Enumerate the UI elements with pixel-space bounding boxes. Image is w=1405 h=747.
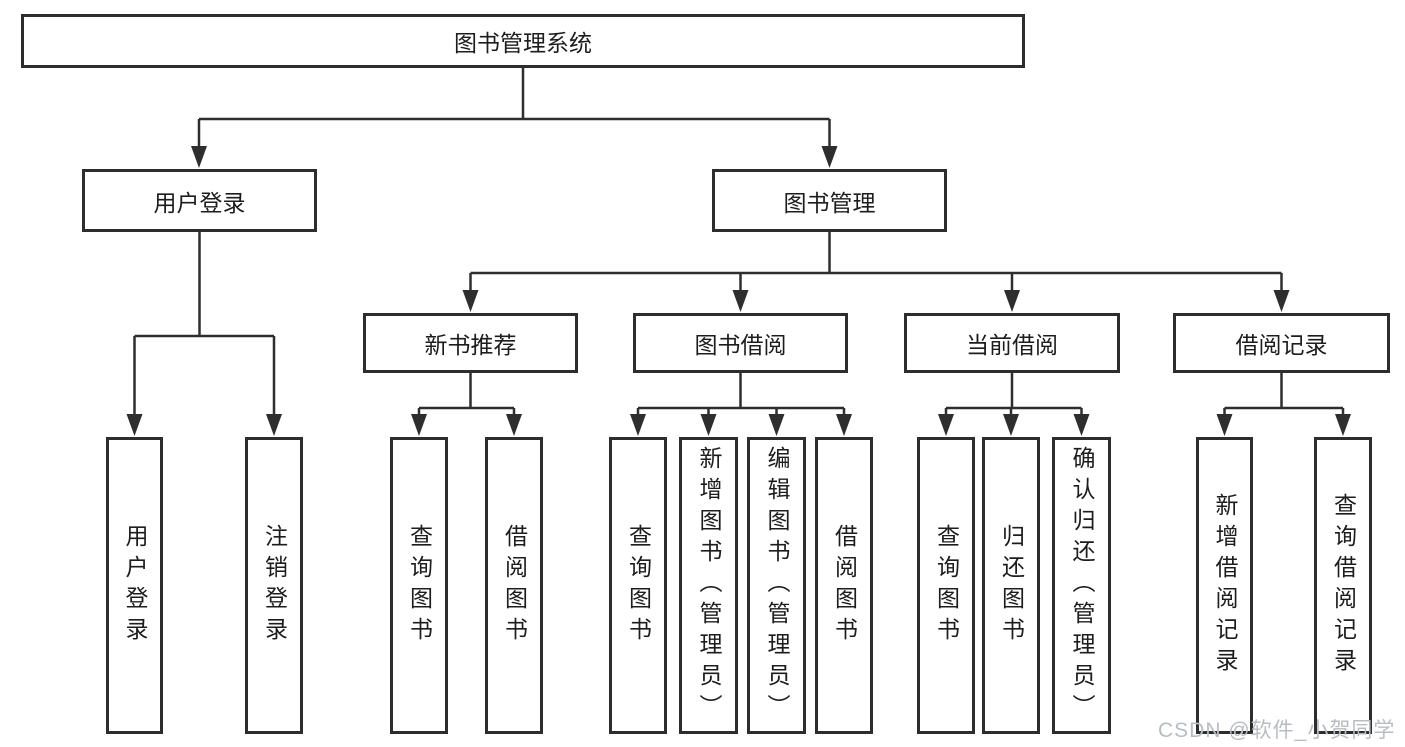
node-user-login: 用户登录 xyxy=(82,169,317,232)
leaf-add-borrow-record: 新增借阅记录 xyxy=(1196,437,1253,734)
leaf-add-book-admin: 新增图书（管理员） xyxy=(679,437,738,734)
leaf-query-borrow-record: 查询借阅记录 xyxy=(1314,437,1372,734)
node-library-management-system: 图书管理系统 xyxy=(21,14,1025,68)
leaf-edit-book-admin: 编辑图书（管理员） xyxy=(747,437,806,734)
leaf-confirm-return-admin: 确认归还（管理员） xyxy=(1052,437,1111,734)
csdn-watermark: CSDN @软件_小贺同学 xyxy=(1158,719,1396,742)
leaf-query-books-borrowing: 查询图书 xyxy=(609,437,667,734)
leaf-user-login: 用户登录 xyxy=(106,437,163,734)
leaf-return-books: 归还图书 xyxy=(982,437,1040,734)
node-borrowing-records: 借阅记录 xyxy=(1173,313,1390,373)
leaf-logout: 注销登录 xyxy=(245,437,303,734)
node-new-book-recommend: 新书推荐 xyxy=(363,313,578,373)
leaf-query-books-current: 查询图书 xyxy=(917,437,975,734)
arrowheads xyxy=(126,146,1351,436)
leaf-borrow-books-borrowing: 借阅图书 xyxy=(815,437,873,734)
node-book-borrowing: 图书借阅 xyxy=(633,313,848,373)
leaf-query-books-recommend: 查询图书 xyxy=(390,437,448,734)
node-book-management: 图书管理 xyxy=(712,169,947,232)
node-current-borrowing: 当前借阅 xyxy=(904,313,1120,373)
leaf-borrow-books-recommend: 借阅图书 xyxy=(485,437,543,734)
